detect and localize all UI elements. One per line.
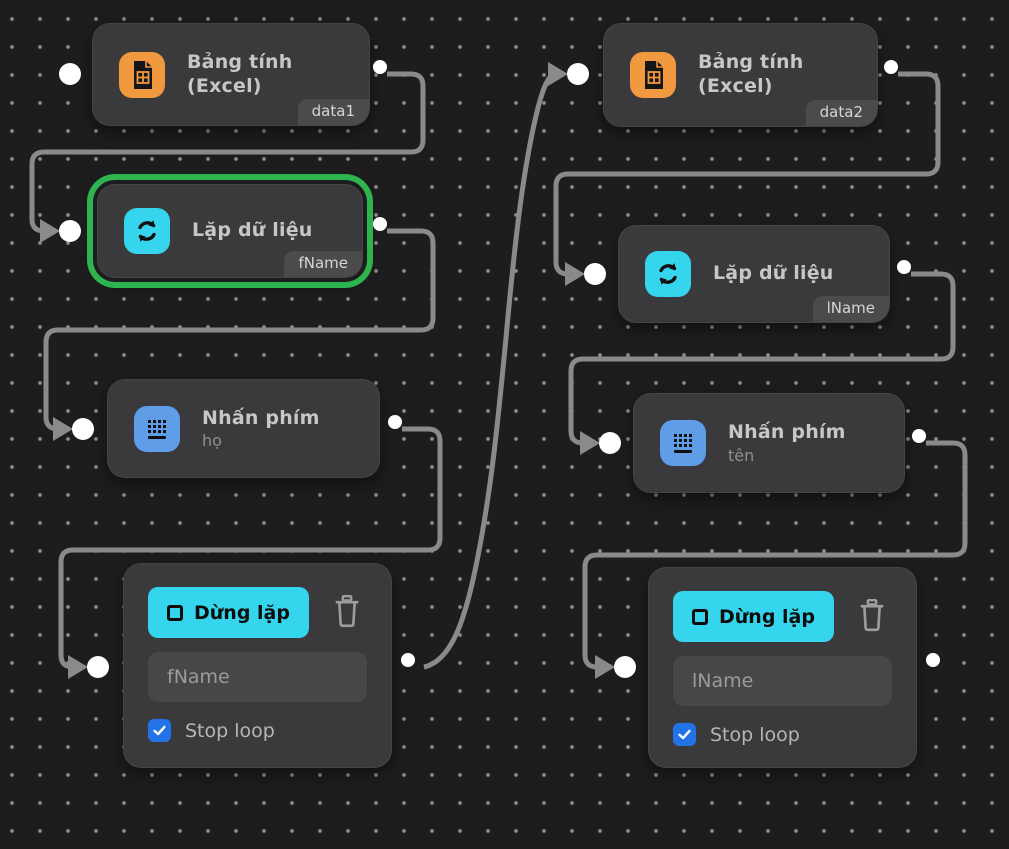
delete-node-button[interactable] — [857, 598, 887, 635]
output-port-stoploop-lname[interactable] — [926, 653, 940, 667]
node-loop-lname[interactable]: Lặp dữ liệu lName — [618, 225, 890, 323]
wire-r3-to-r4[interactable] — [582, 440, 968, 670]
node-title: Lặp dữ liệu — [713, 262, 834, 285]
input-port-keypress-ten[interactable] — [599, 432, 621, 454]
output-port-excel-data1[interactable] — [373, 60, 387, 74]
node-excel-data1[interactable]: Bảng tính (Excel) data1 — [92, 23, 370, 126]
stop-loop-checkbox-label: Stop loop — [710, 723, 800, 746]
node-tag: data1 — [297, 99, 369, 125]
stop-loop-checkbox[interactable] — [148, 719, 171, 742]
delete-node-button[interactable] — [332, 594, 362, 631]
node-stoploop-fname[interactable]: Dừng lặp Stop loop — [123, 563, 392, 768]
output-port-excel-data2[interactable] — [884, 60, 898, 74]
trash-icon — [335, 594, 359, 628]
node-title: Lặp dữ liệu — [192, 219, 313, 242]
wire-arrow-l2 — [40, 219, 60, 243]
wire-r1-to-r2[interactable] — [553, 71, 941, 277]
trash-icon — [860, 598, 884, 632]
input-port-keypress-ho[interactable] — [72, 418, 94, 440]
wire-l1-to-l2[interactable] — [29, 71, 426, 234]
spreadsheet-icon — [630, 52, 676, 98]
output-port-loop-fname[interactable] — [373, 217, 387, 231]
node-subtitle: tên — [728, 445, 755, 465]
input-port-loop-lname[interactable] — [584, 263, 606, 285]
loop-name-input[interactable] — [673, 656, 892, 706]
input-port-excel-data1[interactable] — [59, 63, 81, 85]
node-keypress-ho[interactable]: Nhấn phím họ — [107, 379, 380, 478]
node-keypress-ten[interactable]: Nhấn phím tên — [633, 393, 905, 493]
stop-loop-button[interactable]: Dừng lặp — [148, 587, 309, 638]
wire-l4-to-r1[interactable] — [423, 71, 556, 670]
wire-l2-to-l3[interactable] — [43, 228, 436, 432]
node-excel-data2[interactable]: Bảng tính (Excel) data2 — [603, 23, 878, 127]
input-port-stoploop-lname[interactable] — [614, 656, 636, 678]
wire-arrow-l3 — [53, 417, 73, 441]
output-port-stoploop-fname[interactable] — [401, 653, 415, 667]
wire-arrow-r4 — [595, 655, 615, 679]
wire-arrow-l4 — [68, 655, 88, 679]
stop-loop-button-label: Dừng lặp — [194, 601, 290, 624]
output-port-keypress-ho[interactable] — [388, 415, 402, 429]
node-tag: lName — [812, 296, 889, 322]
input-port-loop-fname[interactable] — [59, 220, 81, 242]
node-stoploop-lname[interactable]: Dừng lặp Stop loop — [648, 567, 917, 768]
keyboard-icon — [134, 405, 180, 452]
loop-icon — [124, 208, 170, 254]
stop-loop-checkbox-label: Stop loop — [185, 719, 275, 742]
wire-arrow-r1 — [548, 62, 568, 86]
input-port-stoploop-fname[interactable] — [87, 656, 109, 678]
stop-loop-button[interactable]: Dừng lặp — [673, 591, 834, 642]
wire-l3-to-l4[interactable] — [58, 426, 443, 670]
node-loop-fname[interactable]: Lặp dữ liệu fName — [97, 184, 363, 278]
checkmark-icon — [153, 725, 166, 736]
stop-loop-checkbox[interactable] — [673, 723, 696, 746]
spreadsheet-icon — [119, 51, 165, 98]
wire-arrow-r3 — [580, 431, 600, 455]
node-title: Nhấn phím — [728, 421, 846, 444]
node-title: Bảng tính (Excel) — [187, 50, 293, 97]
node-tag: data2 — [805, 100, 877, 126]
checkmark-icon — [678, 729, 691, 740]
loop-name-input[interactable] — [148, 652, 367, 702]
node-subtitle: họ — [202, 431, 222, 451]
node-tag: fName — [284, 251, 362, 277]
wire-r2-to-r3[interactable] — [568, 271, 956, 446]
input-port-excel-data2[interactable] — [567, 63, 589, 85]
stop-loop-button-label: Dừng lặp — [719, 605, 815, 628]
stop-square-icon — [692, 608, 708, 625]
output-port-keypress-ten[interactable] — [912, 429, 926, 443]
output-port-loop-lname[interactable] — [897, 260, 911, 274]
node-title: Nhấn phím — [202, 406, 320, 429]
stop-square-icon — [167, 604, 183, 621]
node-title: Bảng tính (Excel) — [698, 51, 804, 97]
keyboard-icon — [660, 420, 706, 466]
wire-arrow-r2 — [565, 262, 585, 286]
loop-icon — [645, 251, 691, 297]
